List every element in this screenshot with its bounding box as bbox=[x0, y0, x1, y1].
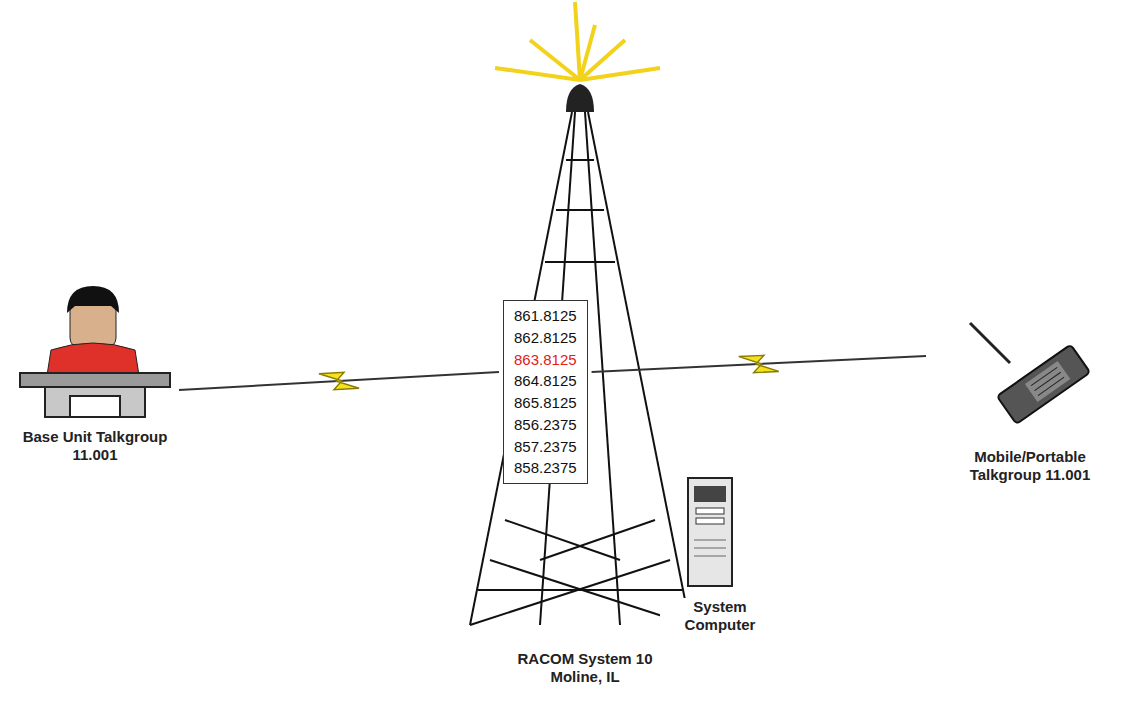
radio-link bbox=[179, 372, 499, 391]
frequency: 856.2375 bbox=[514, 414, 577, 436]
radio-link bbox=[592, 355, 926, 374]
lightning-bolt bbox=[319, 372, 359, 391]
portable-radio-picture bbox=[930, 318, 1130, 438]
frequency: 862.8125 bbox=[514, 327, 577, 349]
computer-tower bbox=[688, 478, 732, 586]
frequency: 865.8125 bbox=[514, 392, 577, 414]
frequency: 864.8125 bbox=[514, 370, 577, 392]
antenna-dome bbox=[566, 84, 594, 112]
link-line bbox=[179, 372, 499, 390]
frequency-box: 861.8125862.8125863.8125864.8125865.8125… bbox=[503, 300, 588, 484]
frequency: 858.2375 bbox=[514, 457, 577, 479]
lightning-bolt bbox=[739, 355, 779, 374]
unit-label: Mobile/Portable Talkgroup 11.001 bbox=[955, 448, 1105, 484]
radio-unit: Mobile/Portable Talkgroup 11.001 bbox=[930, 318, 1130, 484]
radio-rays bbox=[495, 2, 660, 80]
base-unit-picture bbox=[15, 278, 175, 418]
frequency: 857.2375 bbox=[514, 436, 577, 458]
frequency: 863.8125 bbox=[514, 349, 577, 371]
system-label: RACOM System 10 Moline, IL bbox=[505, 650, 665, 686]
frequency: 861.8125 bbox=[514, 305, 577, 327]
radio-unit: Base Unit Talkgroup 11.001 bbox=[15, 278, 175, 464]
computer-label: System Computer bbox=[660, 598, 780, 634]
unit-label: Base Unit Talkgroup 11.001 bbox=[20, 428, 170, 464]
